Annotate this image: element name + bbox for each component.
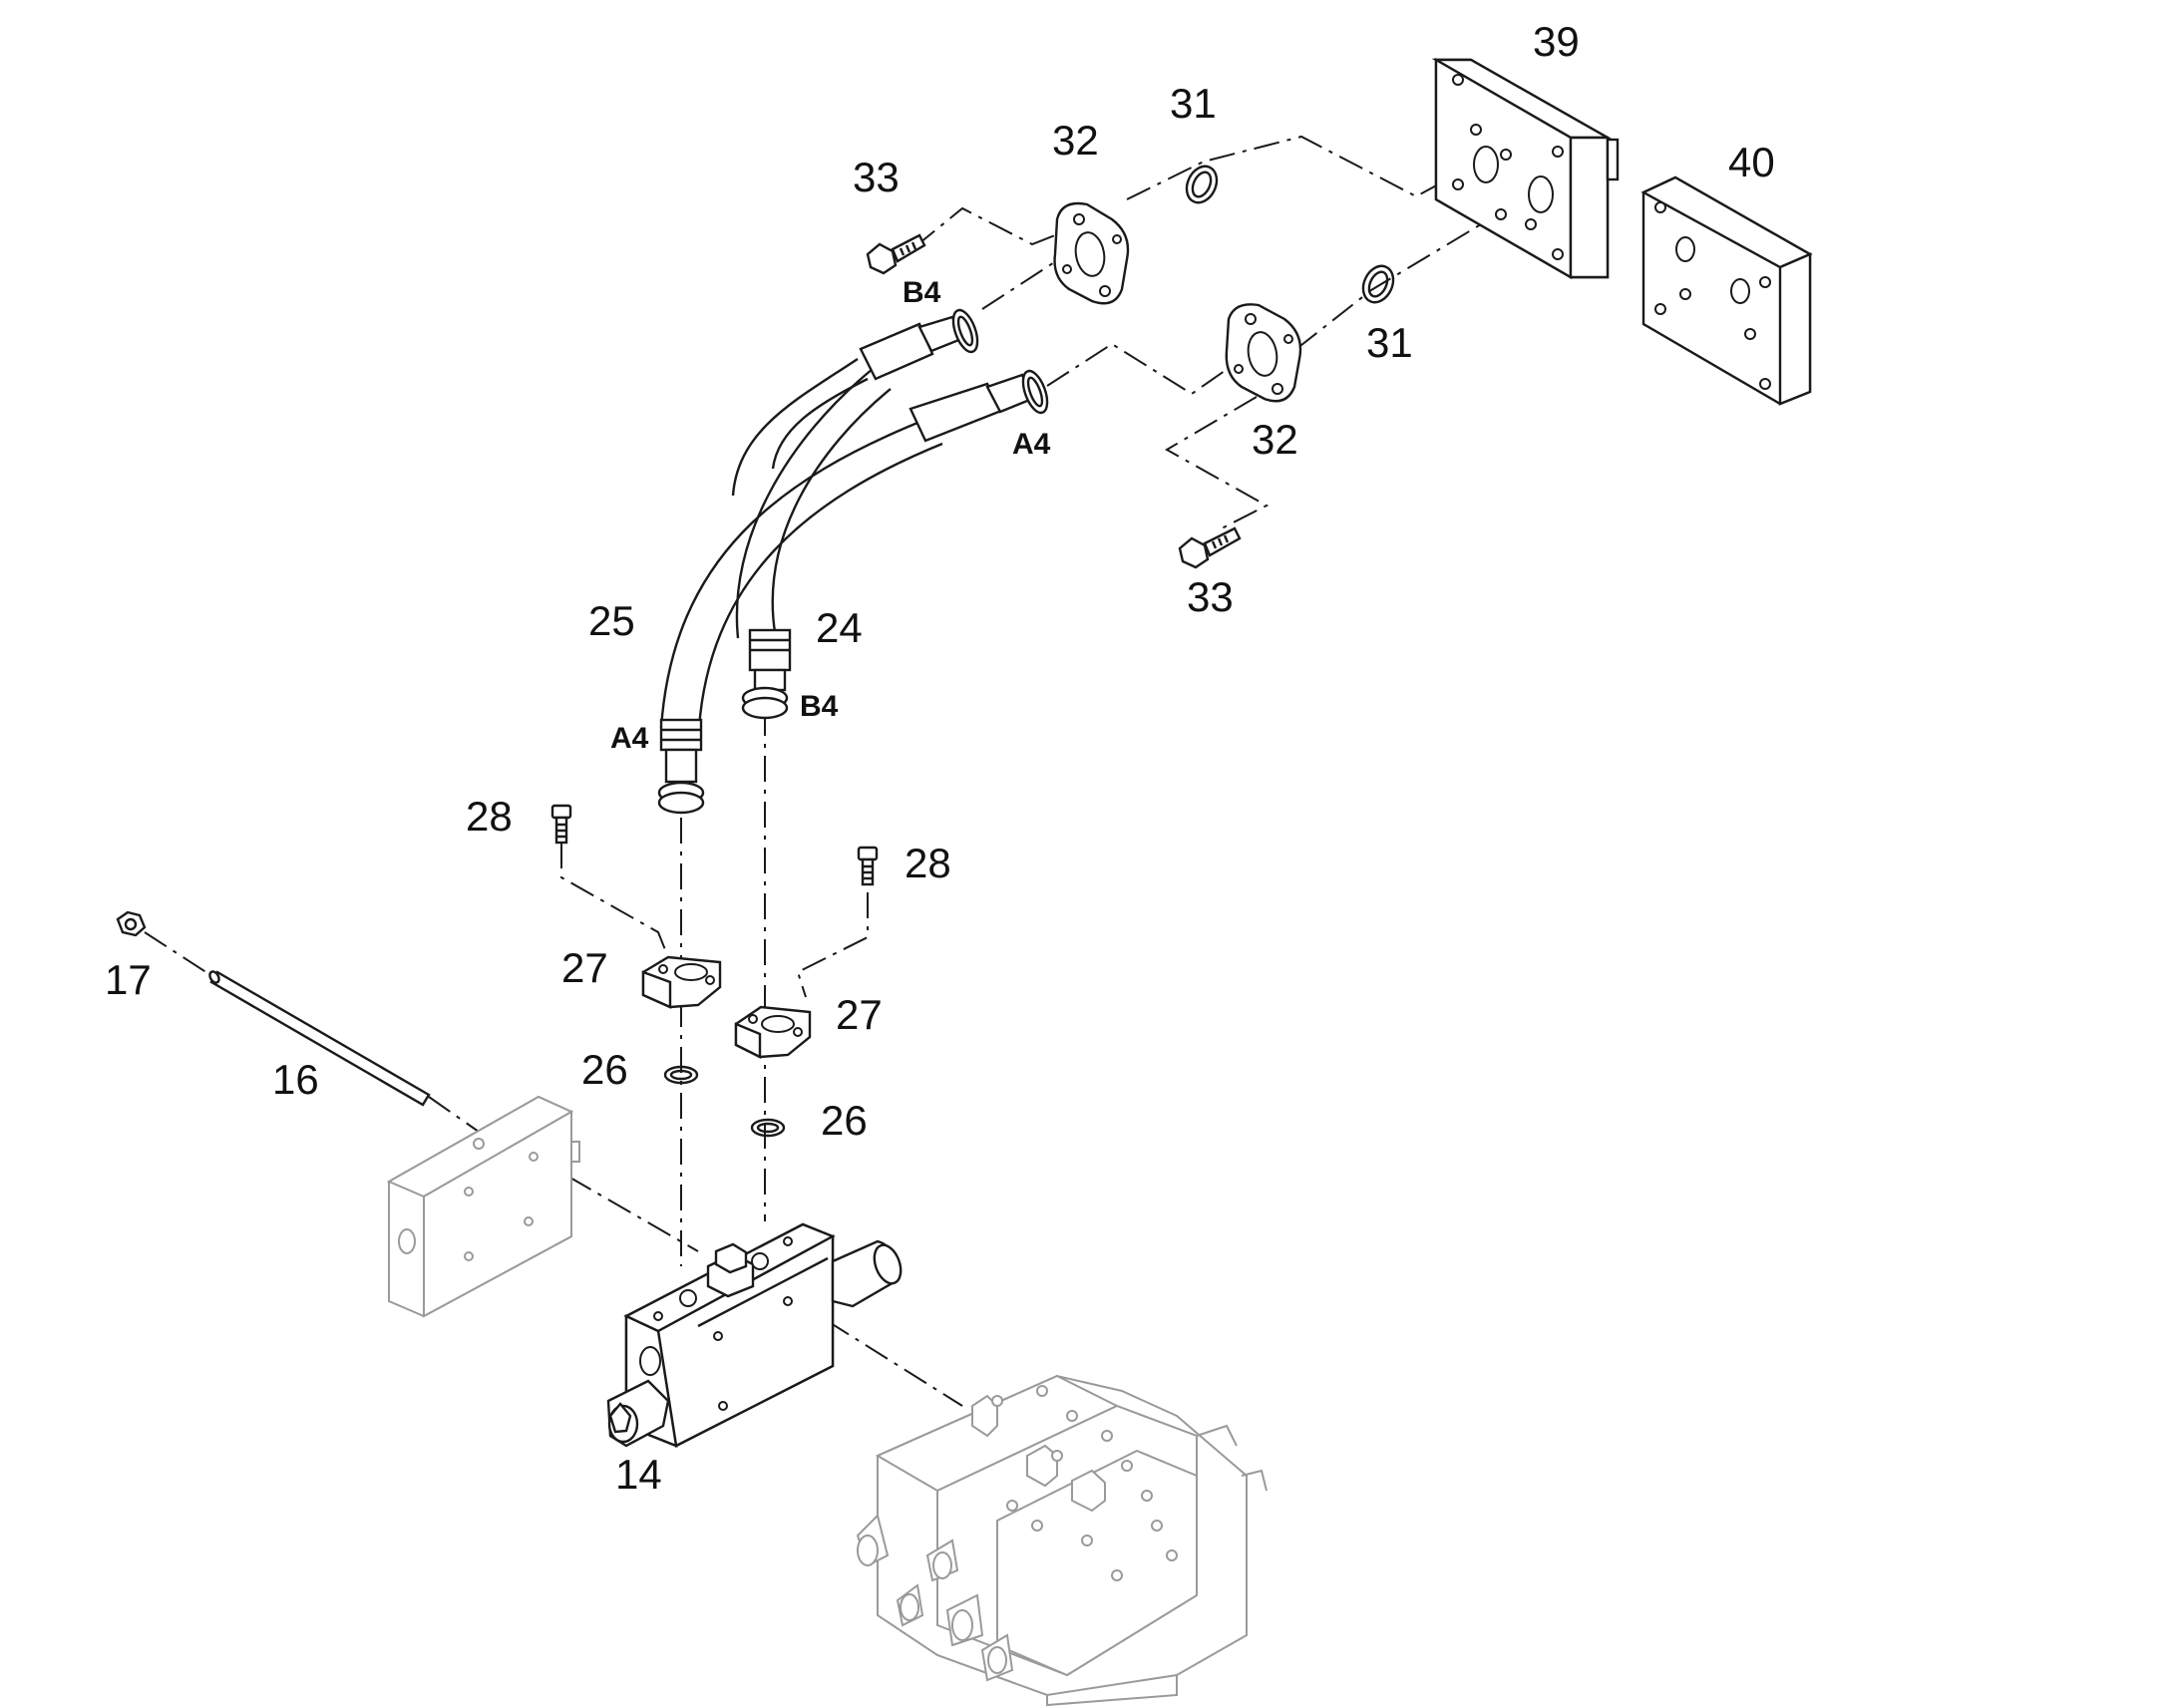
o-ring-26-left xyxy=(663,1065,699,1085)
label-27-left: 27 xyxy=(561,944,608,991)
port-label-b4-top: B4 xyxy=(903,276,941,309)
label-33-lower: 33 xyxy=(1187,573,1234,620)
cover-plate-40 xyxy=(1640,175,1813,406)
label-31-upper: 31 xyxy=(1170,80,1217,127)
label-27-right: 27 xyxy=(836,991,883,1038)
label-28-right: 28 xyxy=(905,840,951,886)
nut-17 xyxy=(116,910,147,937)
label-16: 16 xyxy=(272,1056,319,1103)
control-valve-ghost xyxy=(856,1374,1268,1707)
hose-25 xyxy=(659,369,1049,729)
label-33-upper: 33 xyxy=(853,154,900,200)
o-ring-31-upper xyxy=(1185,165,1219,204)
label-32-lower: 32 xyxy=(1252,416,1298,463)
label-26-right: 26 xyxy=(821,1097,868,1144)
o-ring-26-right xyxy=(750,1118,786,1138)
label-24: 24 xyxy=(816,604,863,651)
label-40: 40 xyxy=(1728,139,1775,185)
leader-lines xyxy=(144,135,1557,1407)
hose-24-strand xyxy=(731,358,869,497)
label-39: 39 xyxy=(1533,18,1580,65)
mounting-plate-39 xyxy=(1431,57,1620,280)
port-labels: B4 A4 A4 B4 xyxy=(610,276,1051,755)
label-17: 17 xyxy=(105,956,152,1003)
hose-24 xyxy=(735,308,979,639)
part-labels: 39 40 31 31 32 32 33 33 25 24 28 28 27 2… xyxy=(105,18,1775,1498)
hose-fitting-a4-lower xyxy=(657,718,705,815)
flange-27-right xyxy=(734,1005,812,1059)
hose-fitting-b4-lower xyxy=(741,628,792,720)
port-label-a4-bottom: A4 xyxy=(610,722,649,755)
label-32-upper: 32 xyxy=(1052,117,1099,164)
o-ring-31-lower xyxy=(1361,264,1395,304)
split-flange-32-upper xyxy=(1053,201,1130,305)
label-25: 25 xyxy=(588,597,635,644)
label-26-left: 26 xyxy=(581,1046,628,1093)
bolt-28-right xyxy=(857,846,879,886)
label-28-left: 28 xyxy=(466,793,513,840)
label-31-lower: 31 xyxy=(1366,319,1413,366)
split-flange-32-lower xyxy=(1225,303,1302,403)
port-label-a4-top: A4 xyxy=(1012,428,1051,461)
bolt-28-left xyxy=(550,804,572,845)
label-14: 14 xyxy=(615,1451,662,1498)
port-label-b4-bottom: B4 xyxy=(800,690,839,723)
bolt-33-upper xyxy=(866,233,926,275)
flange-27-left xyxy=(641,955,722,1009)
tie-rod-16 xyxy=(208,970,431,1107)
adapter-block-ghost xyxy=(386,1095,580,1318)
valve-14 xyxy=(606,1222,903,1448)
bolt-33-lower xyxy=(1178,526,1242,569)
